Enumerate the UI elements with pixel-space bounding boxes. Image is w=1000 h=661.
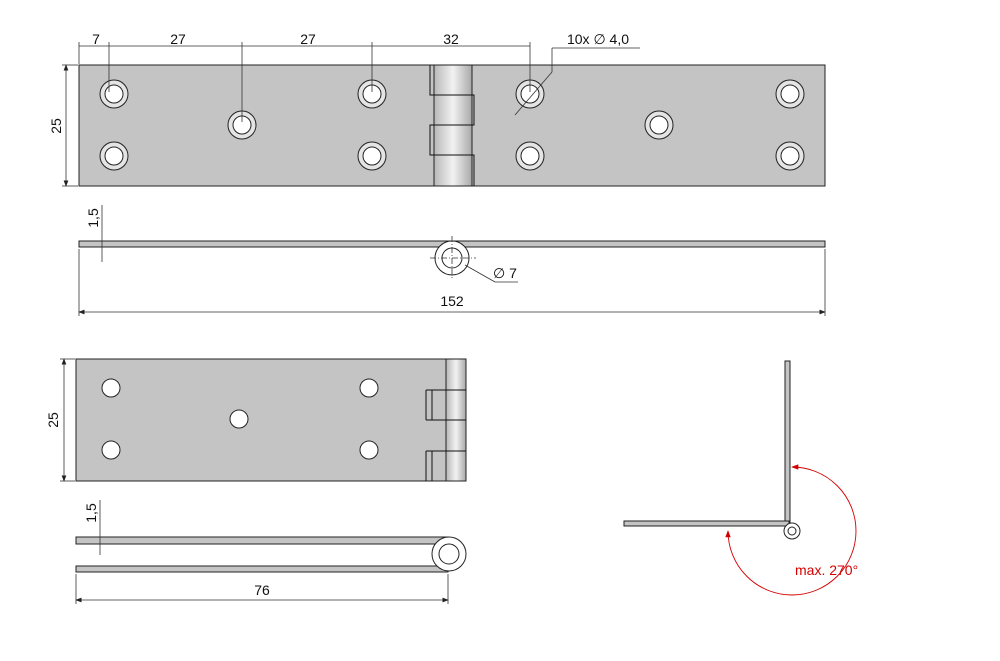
hole bbox=[649, 115, 669, 135]
dim-pin-diameter: ∅ 7 bbox=[493, 265, 517, 281]
rotation-angle-label: max. 270° bbox=[795, 562, 858, 578]
dim-27a: 27 bbox=[170, 31, 186, 47]
dim-thickness: 1,5 bbox=[83, 503, 99, 523]
rotation-view: max. 270° bbox=[623, 360, 858, 596]
rotation-angle-arc bbox=[725, 464, 857, 596]
dim-length-152: 152 bbox=[440, 293, 464, 309]
hole bbox=[362, 146, 382, 166]
countersunk-holes bbox=[99, 79, 805, 171]
dim-length-76: 76 bbox=[254, 582, 270, 598]
hole bbox=[780, 146, 800, 166]
dim-27b: 27 bbox=[300, 31, 316, 47]
hole bbox=[101, 440, 121, 460]
plate-holes bbox=[101, 378, 379, 460]
hole bbox=[520, 146, 540, 166]
dim-7: 7 bbox=[92, 31, 100, 47]
dim-height-25: 25 bbox=[48, 118, 64, 134]
hole bbox=[104, 146, 124, 166]
side-view-open: 1,5 ∅ 7 152 bbox=[78, 205, 826, 316]
folded-top-view: 25 bbox=[45, 358, 467, 482]
dim-height-25: 25 bbox=[45, 412, 61, 428]
hole bbox=[780, 84, 800, 104]
hole-callout: 10x ∅ 4,0 bbox=[567, 31, 629, 47]
hole bbox=[101, 378, 121, 398]
hole bbox=[359, 440, 379, 460]
hole bbox=[359, 378, 379, 398]
top-view: 7 27 27 32 10x ∅ 4,0 25 bbox=[48, 31, 826, 187]
hole bbox=[229, 409, 249, 429]
dim-thickness: 1,5 bbox=[85, 208, 101, 228]
hole bbox=[104, 84, 124, 104]
folded-side-view: 1,5 76 bbox=[75, 500, 467, 604]
dim-32: 32 bbox=[443, 31, 459, 47]
